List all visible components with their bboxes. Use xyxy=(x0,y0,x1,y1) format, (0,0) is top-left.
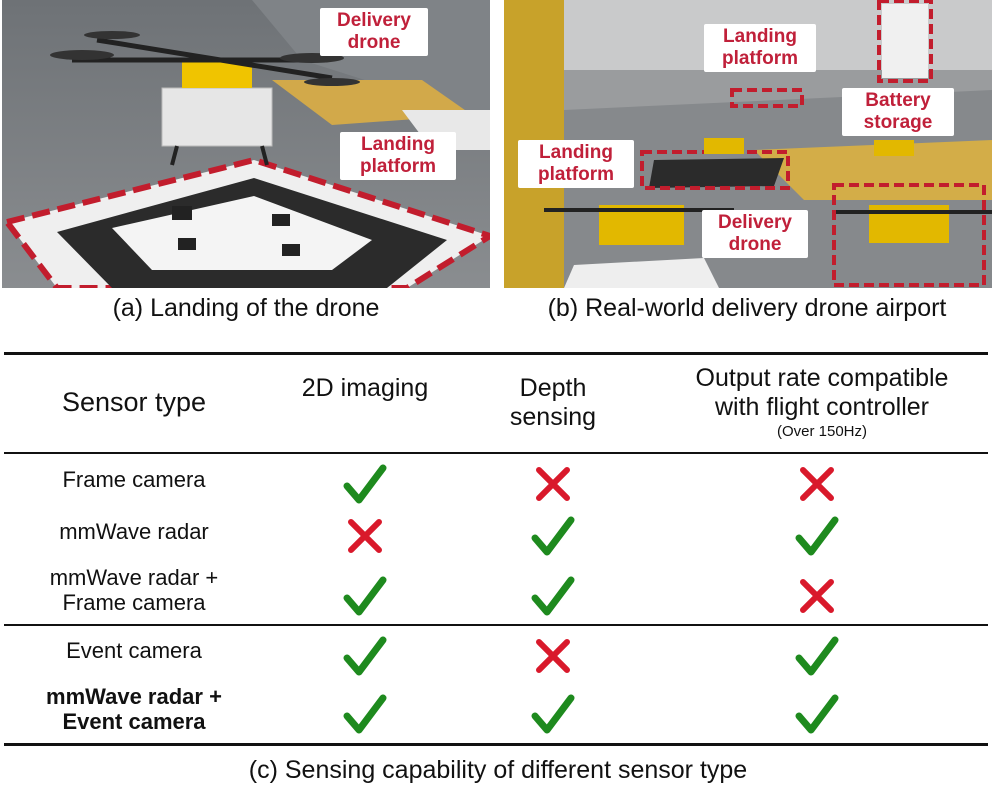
cross-icon xyxy=(800,467,834,501)
check-icon xyxy=(531,694,575,734)
check-icon xyxy=(343,694,387,734)
check-icon xyxy=(531,576,575,616)
callout-battery-storage: Battery storage xyxy=(842,88,954,136)
header-rule xyxy=(4,452,988,454)
check-icon xyxy=(531,516,575,556)
callout-landing-platform-top: Landing platform xyxy=(704,24,816,72)
header-output-rate-label: Output rate compatible with flight contr… xyxy=(695,364,949,421)
header-output-rate: Output rate compatible with flight contr… xyxy=(670,364,974,442)
header-output-rate-note: (Over 150Hz) xyxy=(776,423,868,440)
cross-icon xyxy=(536,639,570,673)
table-bottom-rule xyxy=(4,743,988,746)
check-icon xyxy=(343,576,387,616)
row-label-mmwave-event: mmWave radar + Event camera xyxy=(46,684,222,734)
callout-landing-platform: Landing platform xyxy=(340,132,456,180)
check-icon xyxy=(343,636,387,676)
row-label-mmwave-frame: mmWave radar + Frame camera xyxy=(49,565,219,615)
caption-b: (b) Real-world delivery drone airport xyxy=(547,294,947,322)
check-icon xyxy=(343,464,387,504)
header-depth-sensing: Depth sensing xyxy=(509,374,597,431)
table-top-rule xyxy=(4,352,988,355)
cross-icon xyxy=(348,519,382,553)
header-sensor-type: Sensor type xyxy=(61,387,207,417)
row-label-event-camera: Event camera xyxy=(66,638,202,663)
cross-icon xyxy=(536,467,570,501)
row-label-mmwave-radar: mmWave radar xyxy=(59,519,209,544)
check-icon xyxy=(795,636,839,676)
callout-delivery-drone: Delivery drone xyxy=(702,210,808,258)
caption-c: (c) Sensing capability of different sens… xyxy=(248,756,748,784)
callout-delivery-drone: Delivery drone xyxy=(320,8,428,56)
row-label-frame-camera: Frame camera xyxy=(62,467,206,492)
cross-icon xyxy=(800,579,834,613)
caption-a: (a) Landing of the drone xyxy=(112,294,380,322)
panel-b-photo: Landing platform Battery storage Landing… xyxy=(504,0,992,288)
group-rule xyxy=(4,624,988,626)
callout-landing-platform-left: Landing platform xyxy=(518,140,634,188)
check-icon xyxy=(795,516,839,556)
header-2d-imaging: 2D imaging xyxy=(301,374,429,402)
panel-a-photo: Delivery drone Landing platform xyxy=(2,0,490,288)
check-icon xyxy=(795,694,839,734)
